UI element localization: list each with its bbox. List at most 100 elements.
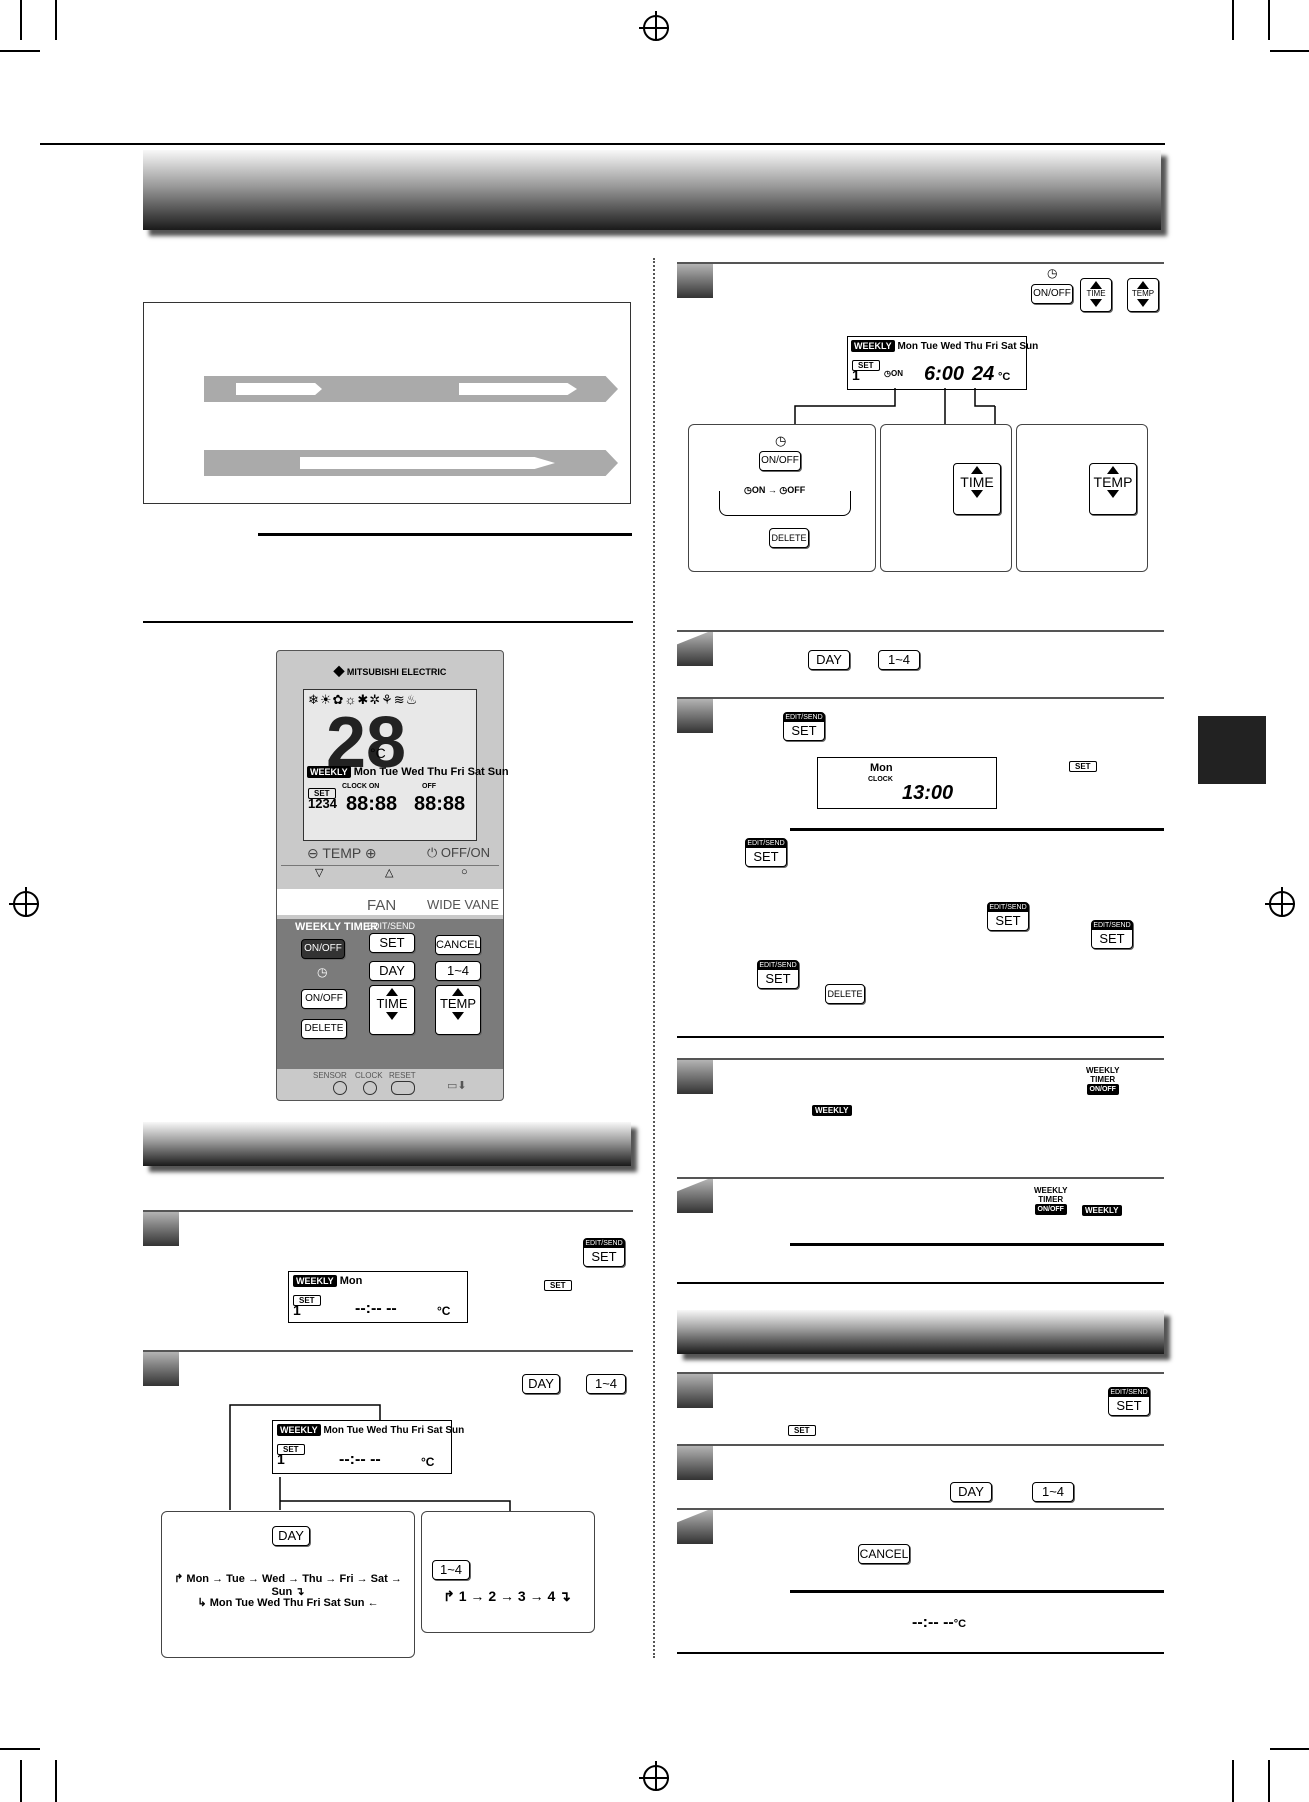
day-button[interactable]: DAY bbox=[369, 961, 415, 981]
edit-send-label: EDIT/SEND bbox=[367, 921, 416, 931]
sensor-button[interactable] bbox=[333, 1081, 347, 1095]
crop-mark bbox=[1268, 1760, 1270, 1802]
chapter-tab bbox=[1198, 716, 1266, 784]
lcd-program-numbers: 1234 bbox=[308, 796, 337, 811]
range-button[interactable]: 1~4 bbox=[1032, 1482, 1074, 1502]
section-rule bbox=[677, 1652, 1164, 1654]
circle-icon[interactable]: ○ bbox=[461, 866, 468, 878]
step-rule bbox=[677, 1058, 1164, 1060]
down-arrow-icon[interactable]: ▽ bbox=[315, 867, 324, 879]
lcd-screen: WEEKLY Mon SET 1 --:-- -- °C bbox=[288, 1271, 468, 1323]
delete-button[interactable]: DELETE bbox=[769, 528, 809, 548]
weekly-timer-label: WEEKLY TIMER bbox=[295, 921, 379, 933]
clock-label: CLOCK bbox=[355, 1071, 383, 1080]
step-marker bbox=[677, 1177, 713, 1213]
brand-logo: ◆ MITSUBISHI ELECTRIC bbox=[333, 662, 447, 678]
set-indicator: SET bbox=[788, 1420, 816, 1438]
step-marker bbox=[677, 1372, 713, 1408]
all-days: ↳ Mon Tue Wed Thu Fri Sat Sun ← bbox=[197, 1597, 379, 1609]
step-rule bbox=[677, 1372, 1164, 1374]
timer-onoff-button[interactable]: ON/OFF bbox=[1031, 284, 1073, 304]
temp-button[interactable]: TEMP bbox=[435, 985, 481, 1035]
crop-mark bbox=[55, 0, 57, 40]
on-indicator: ◷ON bbox=[884, 369, 903, 378]
schedule-arrow bbox=[204, 376, 618, 402]
clock-lcd: Mon CLOCK 13:00 bbox=[817, 757, 997, 809]
column-divider bbox=[653, 258, 655, 1658]
cancel-button[interactable]: CANCEL bbox=[435, 935, 481, 955]
day-button[interactable]: DAY bbox=[950, 1482, 992, 1502]
lcd-screen: WEEKLY Mon Tue Wed Thu Fri Sat Sun SET 1… bbox=[272, 1420, 464, 1474]
remote-controller: ◆ MITSUBISHI ELECTRIC ❄☀✿☼✱✲⚘≋♨ 28 °C WE… bbox=[276, 650, 509, 1101]
set-button[interactable]: SET bbox=[369, 933, 415, 953]
step-marker bbox=[677, 697, 713, 733]
crop-mark bbox=[0, 1748, 40, 1750]
clock-button[interactable] bbox=[363, 1081, 377, 1095]
clock-icon: ◷ bbox=[317, 965, 328, 979]
offon-row: ⏻ OFF/ON bbox=[427, 845, 491, 860]
lcd-off: OFF bbox=[422, 783, 436, 790]
day-button[interactable]: DAY bbox=[272, 1526, 310, 1546]
time-button[interactable]: TIME bbox=[1080, 278, 1112, 312]
range-button[interactable]: 1~4 bbox=[878, 650, 920, 670]
note-rule bbox=[790, 1590, 1164, 1593]
step-marker bbox=[677, 630, 713, 666]
range-button[interactable]: 1~4 bbox=[435, 961, 481, 981]
lcd-day-row: WEEKLY Mon Tue Wed Thu Fri Sat Sun bbox=[307, 766, 509, 778]
weekly-onoff-button[interactable]: ON/OFF bbox=[301, 939, 345, 959]
range-sequence: ↱ 1 → 2 → 3 → 4 ↴ bbox=[443, 1588, 571, 1604]
crop-mark bbox=[1270, 50, 1309, 52]
weekly-panel: WEEKLY TIMER ON/OFF EDIT/SEND SET CANCEL… bbox=[277, 919, 503, 1069]
lcd-deg: °C bbox=[370, 745, 386, 761]
day-button[interactable]: DAY bbox=[522, 1374, 560, 1394]
crop-mark bbox=[1232, 0, 1234, 40]
step-rule bbox=[677, 1177, 1164, 1179]
lcd-clock-on: CLOCK ON bbox=[342, 783, 380, 790]
weekly-indicator: WEEKLY bbox=[1082, 1200, 1122, 1218]
note-rule bbox=[790, 828, 1164, 831]
delete-button[interactable]: DELETE bbox=[301, 1019, 347, 1039]
range-sequence-box: 1~4 ↱ 1 → 2 → 3 → 4 ↴ bbox=[421, 1511, 595, 1633]
crop-mark bbox=[1268, 0, 1270, 40]
timer-onoff-button[interactable]: ON/OFF bbox=[301, 989, 347, 1009]
up-arrow-icon[interactable]: △ bbox=[385, 867, 394, 879]
timer-onoff-button[interactable]: ON/OFF bbox=[759, 451, 801, 471]
step-rule bbox=[677, 630, 1164, 632]
lcd-screen: WEEKLY Mon Tue Wed Thu Fri Sat Sun SET 1… bbox=[847, 336, 1038, 390]
temp-button[interactable]: TEMP bbox=[1127, 278, 1159, 312]
step-rule bbox=[677, 1508, 1164, 1510]
day-button[interactable]: DAY bbox=[808, 650, 850, 670]
step-rule bbox=[677, 262, 1164, 264]
range-button[interactable]: 1~4 bbox=[586, 1374, 626, 1394]
delete-button[interactable]: DELETE bbox=[825, 984, 865, 1004]
mode-icons: ❄☀✿☼✱✲⚘≋♨ bbox=[308, 692, 419, 707]
cancel-button[interactable]: CANCEL bbox=[858, 1544, 910, 1564]
time-button[interactable]: TIME bbox=[369, 985, 415, 1035]
temp-box: TEMP bbox=[1016, 424, 1148, 572]
registration-mark-icon bbox=[13, 891, 39, 917]
day-sequence: ↱ Mon → Tue → Wed → Thu → Fri → Sat → Su… bbox=[174, 1573, 402, 1598]
lcd-time-off: 88:88 bbox=[414, 793, 466, 815]
step-marker bbox=[677, 1508, 713, 1544]
step-rule bbox=[143, 1350, 633, 1352]
registration-mark-icon bbox=[643, 15, 669, 41]
weekly-indicator: WEEKLY bbox=[812, 1100, 852, 1118]
range-button[interactable]: 1~4 bbox=[432, 1560, 470, 1580]
page-title-banner bbox=[143, 150, 1161, 230]
temp-button[interactable]: TEMP bbox=[1089, 463, 1137, 515]
crop-mark bbox=[1232, 1760, 1234, 1802]
time-button[interactable]: TIME bbox=[953, 463, 1001, 515]
section-rule bbox=[677, 1282, 1164, 1284]
reset-label: RESET bbox=[389, 1071, 416, 1080]
reset-button[interactable] bbox=[391, 1081, 415, 1095]
mitsubishi-logo-icon: ◆ bbox=[333, 662, 345, 678]
